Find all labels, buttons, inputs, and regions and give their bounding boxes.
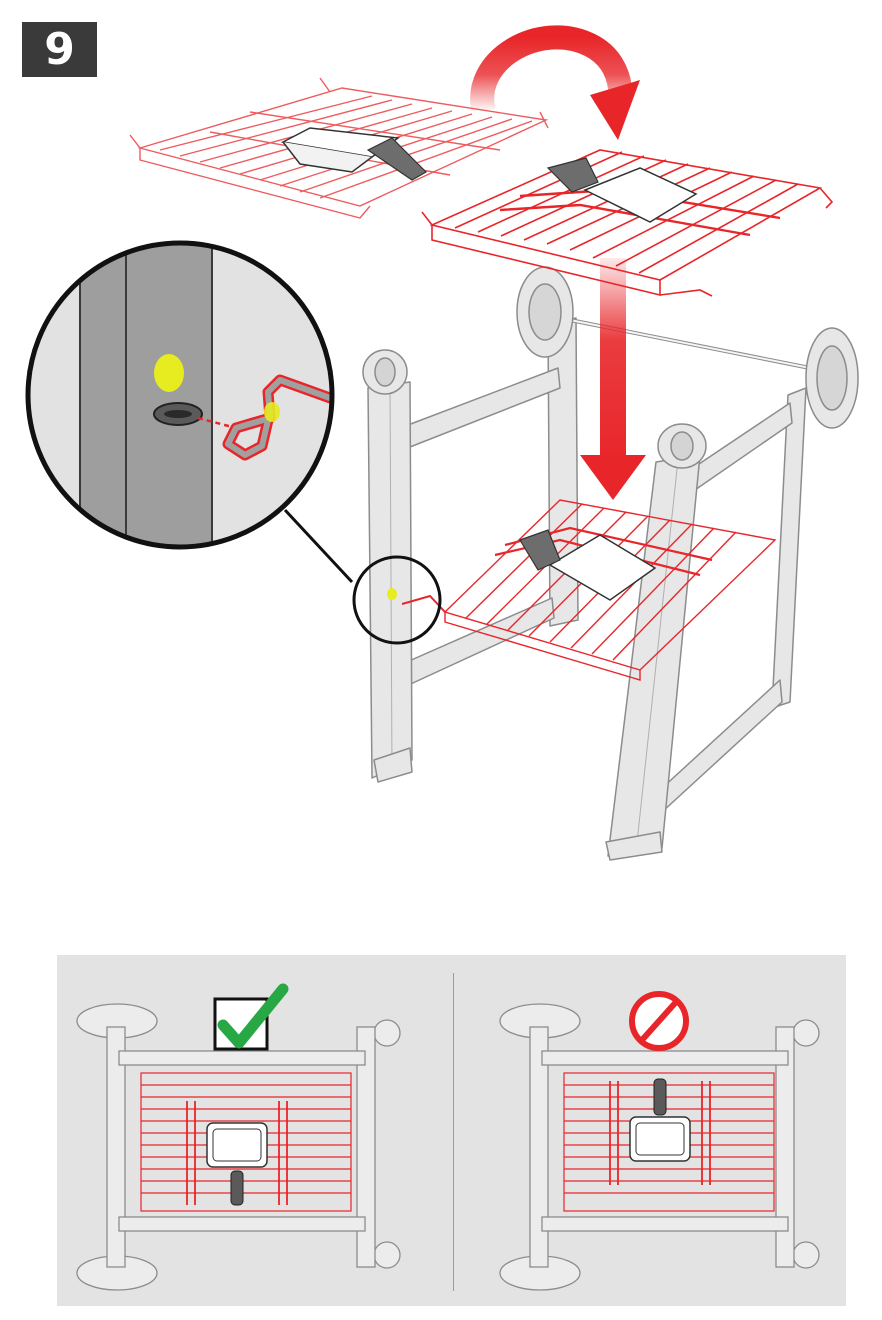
- curved-arrow-icon: [482, 37, 640, 140]
- marker-dot: [154, 354, 184, 392]
- cart-frame: [363, 318, 810, 860]
- shelf-flipped: [422, 150, 832, 296]
- incorrect-orientation-view: [454, 955, 848, 1306]
- handle-down: [231, 1171, 243, 1205]
- cart-top-view-correct: [57, 955, 451, 1306]
- comparison-panel: [57, 955, 846, 1306]
- detail-callout: [285, 510, 440, 643]
- zoom-detail: [20, 240, 340, 560]
- assembly-illustration: [0, 0, 882, 900]
- prohibited-icon: [632, 994, 686, 1048]
- cart-top-view-incorrect: [454, 955, 848, 1306]
- handle-up: [654, 1079, 666, 1115]
- checkmark-icon: [215, 989, 283, 1049]
- correct-orientation-view: [57, 955, 451, 1306]
- tray-installed: [520, 530, 655, 600]
- down-arrow-icon: [580, 258, 646, 500]
